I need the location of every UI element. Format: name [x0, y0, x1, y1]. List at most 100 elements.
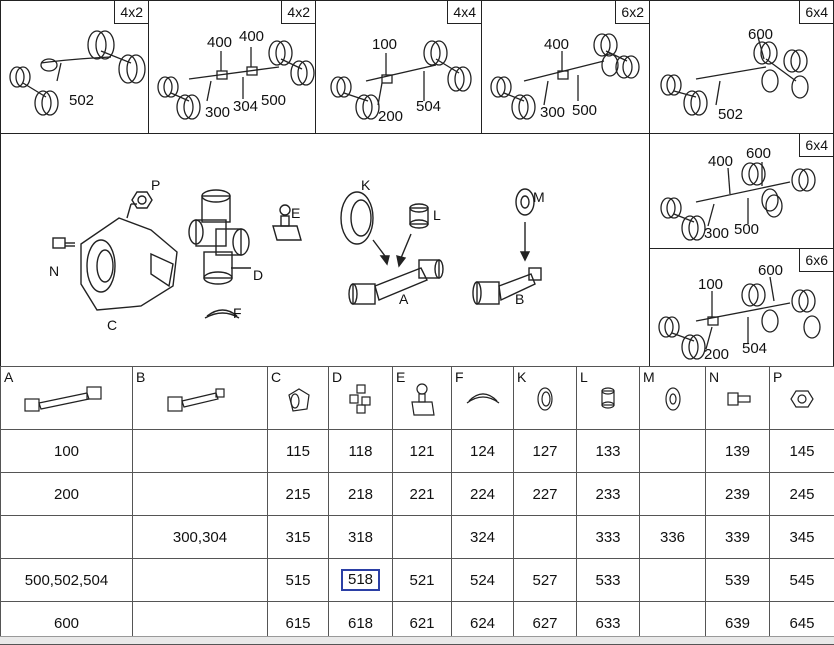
- part-cell-k[interactable]: 127: [514, 430, 577, 473]
- part-number: 527: [532, 572, 557, 589]
- part-cell-n[interactable]: 139: [706, 430, 770, 473]
- part-cell-f[interactable]: 524: [452, 559, 514, 602]
- column-header-e[interactable]: E: [393, 367, 452, 430]
- part-number: 345: [789, 529, 814, 546]
- part-number: 124: [470, 443, 495, 460]
- flange-yoke-icon: [81, 204, 177, 310]
- diagram-6x2[interactable]: 6x2 400 300 500: [481, 0, 650, 134]
- column-header-d[interactable]: D: [329, 367, 393, 430]
- part-cell-b[interactable]: [133, 430, 268, 473]
- nut-icon: [787, 381, 817, 417]
- part-cell-l[interactable]: 233: [577, 473, 640, 516]
- diagram-label: 600: [746, 145, 771, 162]
- part-cell-e[interactable]: 221: [393, 473, 452, 516]
- part-cell-f[interactable]: 324: [452, 516, 514, 559]
- diagram-4x2-b[interactable]: 4x2 400 400 300 304 500: [148, 0, 316, 134]
- part-number: 133: [595, 443, 620, 460]
- part-cell-c[interactable]: 115: [268, 430, 329, 473]
- column-header-p[interactable]: P: [770, 367, 834, 430]
- part-cell-f[interactable]: 124: [452, 430, 514, 473]
- propeller-shaft-a-icon: [349, 260, 443, 304]
- part-number: 145: [789, 443, 814, 460]
- part-number: 227: [532, 486, 557, 503]
- part-number: 524: [470, 572, 495, 589]
- column-header-a[interactable]: A: [1, 367, 133, 430]
- part-cell-d[interactable]: 118: [329, 430, 393, 473]
- part-cell-m[interactable]: [640, 559, 706, 602]
- part-letter: L: [433, 207, 441, 223]
- propeller-shaft-b-icon: [473, 268, 541, 304]
- part-letter: K: [361, 177, 371, 193]
- part-cell-n[interactable]: 339: [706, 516, 770, 559]
- column-header-b[interactable]: B: [133, 367, 268, 430]
- part-cell-p[interactable]: 145: [770, 430, 834, 473]
- part-cell-l[interactable]: 333: [577, 516, 640, 559]
- diagram-6x4-a[interactable]: 6x4 600 502: [649, 0, 834, 134]
- part-cell-b[interactable]: 300,304: [133, 516, 268, 559]
- seal-ring-icon: [530, 381, 560, 417]
- column-header-f[interactable]: F: [452, 367, 514, 430]
- column-header-n[interactable]: N: [706, 367, 770, 430]
- part-cell-m[interactable]: [640, 430, 706, 473]
- part-cell-b[interactable]: [133, 473, 268, 516]
- part-number: 545: [789, 572, 814, 589]
- diagram-4x2-a[interactable]: 4x2 502: [0, 0, 149, 134]
- diagram-label: 400: [544, 36, 569, 53]
- diagram-6x4-b[interactable]: 6x4 400 600 300 500: [649, 133, 834, 249]
- part-number: 515: [285, 572, 310, 589]
- column-header-c[interactable]: C: [268, 367, 329, 430]
- diagram-label: 200: [378, 108, 403, 125]
- diagram-6x6[interactable]: 6x6 100 600 200 504: [649, 248, 834, 367]
- part-cell-n[interactable]: 239: [706, 473, 770, 516]
- part-cell-f[interactable]: 224: [452, 473, 514, 516]
- part-number: 224: [470, 486, 495, 503]
- column-header-m[interactable]: M: [640, 367, 706, 430]
- shaft-b-icon: [160, 381, 240, 417]
- part-cell-d[interactable]: 318: [329, 516, 393, 559]
- part-cell-m[interactable]: [640, 473, 706, 516]
- part-cell-k[interactable]: 527: [514, 559, 577, 602]
- part-cell-p[interactable]: 245: [770, 473, 834, 516]
- part-number: 215: [285, 486, 310, 503]
- part-cell-n[interactable]: 539: [706, 559, 770, 602]
- part-cell-e[interactable]: 121: [393, 430, 452, 473]
- part-cell-k[interactable]: [514, 516, 577, 559]
- column-header-k[interactable]: K: [514, 367, 577, 430]
- part-cell-d[interactable]: 218: [329, 473, 393, 516]
- part-cell-a[interactable]: 200: [1, 473, 133, 516]
- part-cell-a[interactable]: 500,502,504: [1, 559, 133, 602]
- part-cell-l[interactable]: 133: [577, 430, 640, 473]
- part-cell-m[interactable]: 336: [640, 516, 706, 559]
- part-cell-d[interactable]: 518: [329, 559, 393, 602]
- part-cell-p[interactable]: 545: [770, 559, 834, 602]
- part-cell-l[interactable]: 533: [577, 559, 640, 602]
- drive-tag: 6x2: [615, 1, 649, 24]
- part-cell-a[interactable]: [1, 516, 133, 559]
- part-cell-c[interactable]: 515: [268, 559, 329, 602]
- part-cell-p[interactable]: 345: [770, 516, 834, 559]
- diagram-label: 500: [572, 102, 597, 119]
- part-cell-c[interactable]: 215: [268, 473, 329, 516]
- part-cell-a[interactable]: 100: [1, 430, 133, 473]
- part-letter: N: [49, 263, 59, 279]
- part-cell-c[interactable]: 315: [268, 516, 329, 559]
- column-header-l[interactable]: L: [577, 367, 640, 430]
- diagram-4x4[interactable]: 4x4 100 200 504: [315, 0, 482, 134]
- part-cell-k[interactable]: 227: [514, 473, 577, 516]
- diagram-label: 600: [758, 262, 783, 279]
- part-cell-b[interactable]: [133, 559, 268, 602]
- part-number: 300,304: [173, 529, 227, 546]
- diagram-label: 500: [734, 221, 759, 238]
- washer-icon: [516, 189, 534, 215]
- part-cell-e[interactable]: [393, 516, 452, 559]
- diagram-label: 100: [698, 276, 723, 293]
- part-letter: A: [399, 291, 409, 307]
- part-number: 521: [409, 572, 434, 589]
- part-number: 621: [409, 615, 434, 632]
- part-number: 333: [595, 529, 620, 546]
- part-cell-e[interactable]: 521: [393, 559, 452, 602]
- drive-tag: 6x4: [799, 1, 833, 24]
- part-number: 639: [725, 615, 750, 632]
